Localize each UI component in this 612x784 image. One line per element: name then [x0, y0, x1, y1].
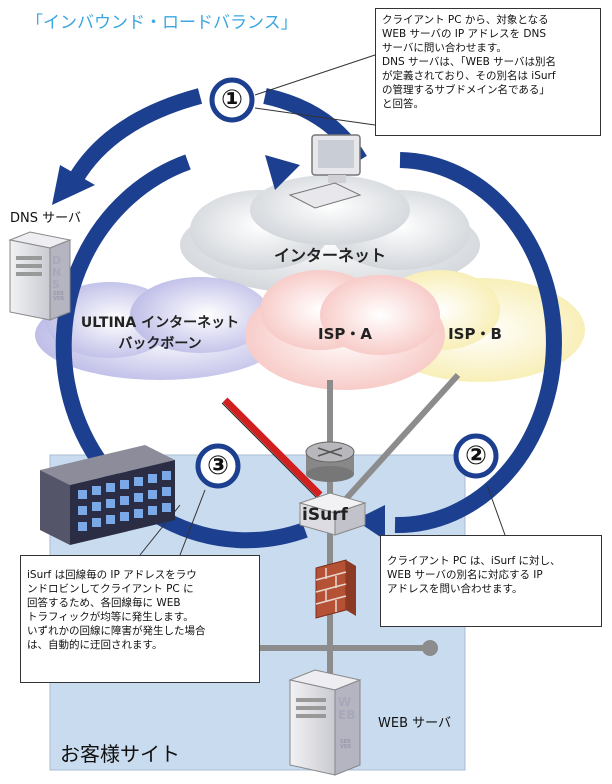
callout-line: が定義されており、その別名は iSurf	[382, 70, 556, 82]
isurf-label: iSurf	[302, 505, 348, 525]
web-server-icon	[288, 669, 362, 776]
step-2-badge	[453, 433, 499, 479]
callout-line: WEB サーバの IP アドレスを DNS	[382, 28, 546, 40]
arrow-head-isurf	[355, 505, 385, 540]
step-1-badge	[209, 77, 255, 123]
callout-line: クライアント PC から、対象となる	[382, 14, 549, 26]
callout-line: 回答するため、各回線毎に WEB	[27, 597, 181, 609]
dns-server-label: DNS サーバ	[10, 211, 81, 226]
isp-b-label: ISP・B	[448, 325, 502, 343]
step-2-number: ②	[464, 441, 487, 471]
dns-server-logo: DNS	[52, 254, 62, 291]
callout-line: トラフィックが均等に発生します。	[27, 611, 194, 623]
callout-line: DNS サーバは、「WEB サーバは別名	[382, 56, 557, 68]
callout-line: と回答。	[382, 98, 424, 110]
customer-site-label: お客様サイト	[60, 742, 180, 766]
client-pc-icon	[288, 134, 362, 209]
backbone-label-line1: ULTINA インターネット	[80, 315, 240, 331]
backbone-cloud	[35, 277, 285, 380]
arrow-head-dns	[52, 165, 95, 205]
callout-line: クライアント PC は、iSurf に対し、	[387, 555, 561, 567]
arrow-head-pc	[265, 155, 300, 190]
office-building-icon	[40, 445, 175, 545]
dns-server-icon	[8, 231, 72, 321]
callout-step-3: iSurf は回線毎の IP アドレスをラウ ンドロビンしてクライアント PC …	[20, 555, 260, 683]
step-3-number: ③	[206, 451, 229, 481]
callout-line: の管理するサブドメイン名である」	[382, 84, 550, 96]
isurf-appliance	[298, 492, 367, 536]
router-icon	[305, 441, 355, 482]
query-arrow-ring	[55, 88, 562, 549]
callout-line: いずれかの回線に障害が発生した場合	[27, 625, 206, 637]
isp-a-label: ISP・A	[318, 325, 372, 343]
web-server-logo-sub: SERVER	[340, 739, 352, 750]
callout-line: WEB サーバの別名に対応する IP	[387, 569, 543, 581]
page-title: 「インバウンド・ロードバランス」	[26, 13, 298, 33]
callout-line: ンドロビンしてクライアント PC に	[27, 583, 194, 595]
callout-line: サーバに問い合わせます。	[382, 42, 507, 54]
web-server-label: WEB サーバ	[378, 716, 451, 731]
callout-line: アドレスを問い合わせます。	[387, 583, 523, 595]
internet-cloud	[180, 175, 480, 295]
callout-step-2: クライアント PC は、iSurf に対し、 WEB サーバの別名に対応する I…	[380, 535, 602, 627]
isp-b-link	[342, 372, 461, 503]
firewall-icon	[315, 559, 356, 619]
step-3-badge	[195, 443, 241, 489]
callout-line: は、自動的に迂回されます。	[27, 639, 163, 651]
internet-label: インターネット	[273, 246, 386, 265]
backbone-label-line2: バックボーン	[118, 336, 202, 352]
isp-a-cloud	[245, 270, 445, 390]
red-link	[222, 397, 323, 498]
web-server-logo: WEB	[338, 695, 356, 722]
callout-line: iSurf は回線毎の IP アドレスをラウ	[27, 569, 197, 581]
callout-step-1: クライアント PC から、対象となる WEB サーバの IP アドレスを DNS…	[375, 8, 601, 136]
step-1-number: ①	[220, 85, 243, 115]
dns-server-logo-sub: SERVER	[53, 291, 65, 302]
